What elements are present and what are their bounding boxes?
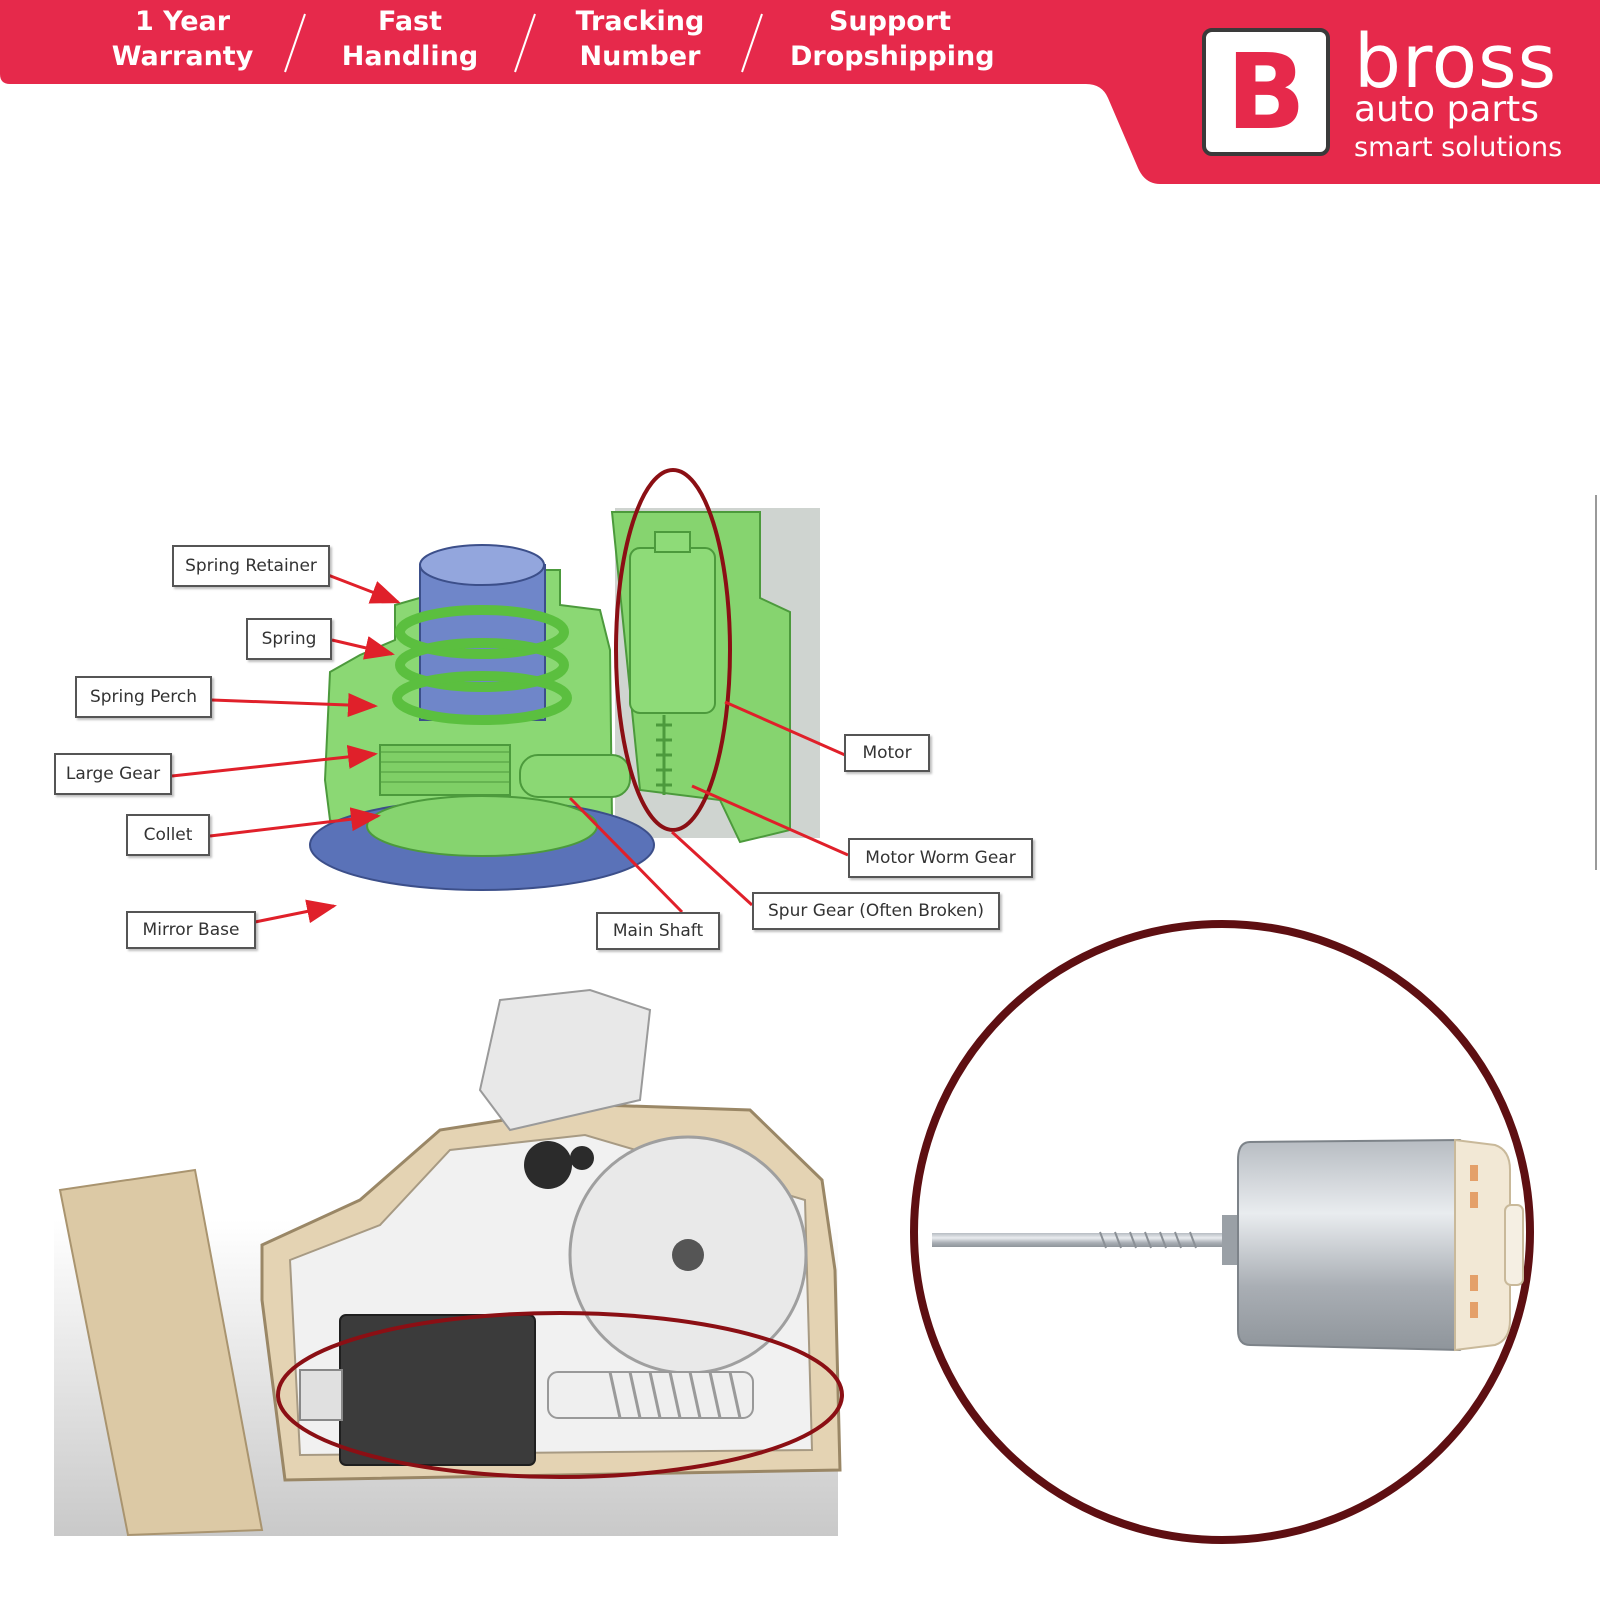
arrow-collet (209, 807, 381, 838)
gear-teeth (380, 751, 510, 783)
spring-coil (395, 605, 569, 659)
label-motor: Motor (844, 734, 930, 772)
spur-gear-shape (519, 754, 631, 798)
motor-can (1237, 1138, 1491, 1352)
arrow-spring-perch (211, 693, 378, 717)
spring-coil (392, 671, 572, 725)
worm-gear-shape (656, 715, 672, 795)
label-spur-gear: Spur Gear (Often Broken) (752, 892, 1000, 930)
feature-fast-handling: Fast Handling (341, 6, 479, 72)
top-pivot (478, 988, 652, 1132)
actuator-diagram (171, 468, 849, 924)
motor-cap (654, 531, 691, 553)
arrow-spur-gear (670, 830, 754, 907)
pivot-hole-small (570, 1146, 594, 1170)
large-gear-shape (379, 744, 511, 796)
motor-terminal (1470, 1275, 1478, 1291)
black-motor (339, 1314, 536, 1466)
label-main-shaft: Main Shaft (596, 912, 720, 950)
arrow-mirror-base (254, 899, 337, 924)
arrow-spring-retainer (327, 573, 401, 604)
motor-highlight-ellipse (614, 468, 732, 832)
arrow-spring (331, 636, 395, 660)
brand-logo: B (1202, 28, 1330, 156)
arrow-motor (724, 700, 846, 757)
motor-shape (629, 547, 716, 714)
motor-end-boss (1504, 1204, 1524, 1286)
collet-shape (366, 795, 598, 857)
motor-highlight-ellipse (276, 1311, 844, 1479)
label-large-gear: Large Gear (54, 753, 172, 795)
label-motor-worm-gear: Motor Worm Gear (848, 838, 1033, 878)
brand-name: bross (1354, 19, 1558, 105)
label-mirror-base: Mirror Base (126, 911, 256, 949)
motor-end-cap (1454, 1138, 1511, 1352)
worm-threads (608, 1371, 742, 1419)
label-spring-retainer: Spring Retainer (172, 545, 330, 587)
divider (514, 13, 536, 73)
label-spring-perch: Spring Perch (75, 676, 212, 718)
motor-terminal (1470, 1302, 1478, 1318)
label-collet: Collet (126, 814, 210, 856)
pivot-hole (524, 1141, 572, 1189)
feature-support-dropshipping: Support Dropshipping (790, 6, 995, 72)
shaft-knurl (1099, 1231, 1197, 1249)
divider (741, 13, 763, 73)
arrow-main-shaft (568, 796, 684, 914)
cutaway-diagram (54, 988, 844, 1537)
motor-terminal (1470, 1192, 1478, 1208)
arrow-motor-worm-gear (691, 784, 849, 857)
logo-letter: B (1226, 31, 1306, 153)
cylinder-top (419, 544, 545, 586)
brand-tagline: smart solutions (1354, 132, 1563, 163)
motor-end-cap (299, 1369, 343, 1421)
brand-subtitle: auto parts (1354, 89, 1540, 130)
mirror-glass-bracket (58, 1168, 264, 1537)
feature-warranty: 1 Year Warranty (111, 6, 254, 72)
divider (284, 13, 306, 73)
motor-terminal (1470, 1165, 1478, 1181)
banner-background (0, 0, 1600, 184)
motor-shaft (932, 1233, 1252, 1247)
motor-product-photo (910, 920, 1534, 1544)
arrow-large-gear (171, 744, 378, 778)
feature-tracking-number: Tracking Number (575, 6, 705, 72)
spring-coil (395, 638, 569, 692)
label-spring: Spring (246, 618, 332, 660)
gear-axle (672, 1239, 704, 1271)
